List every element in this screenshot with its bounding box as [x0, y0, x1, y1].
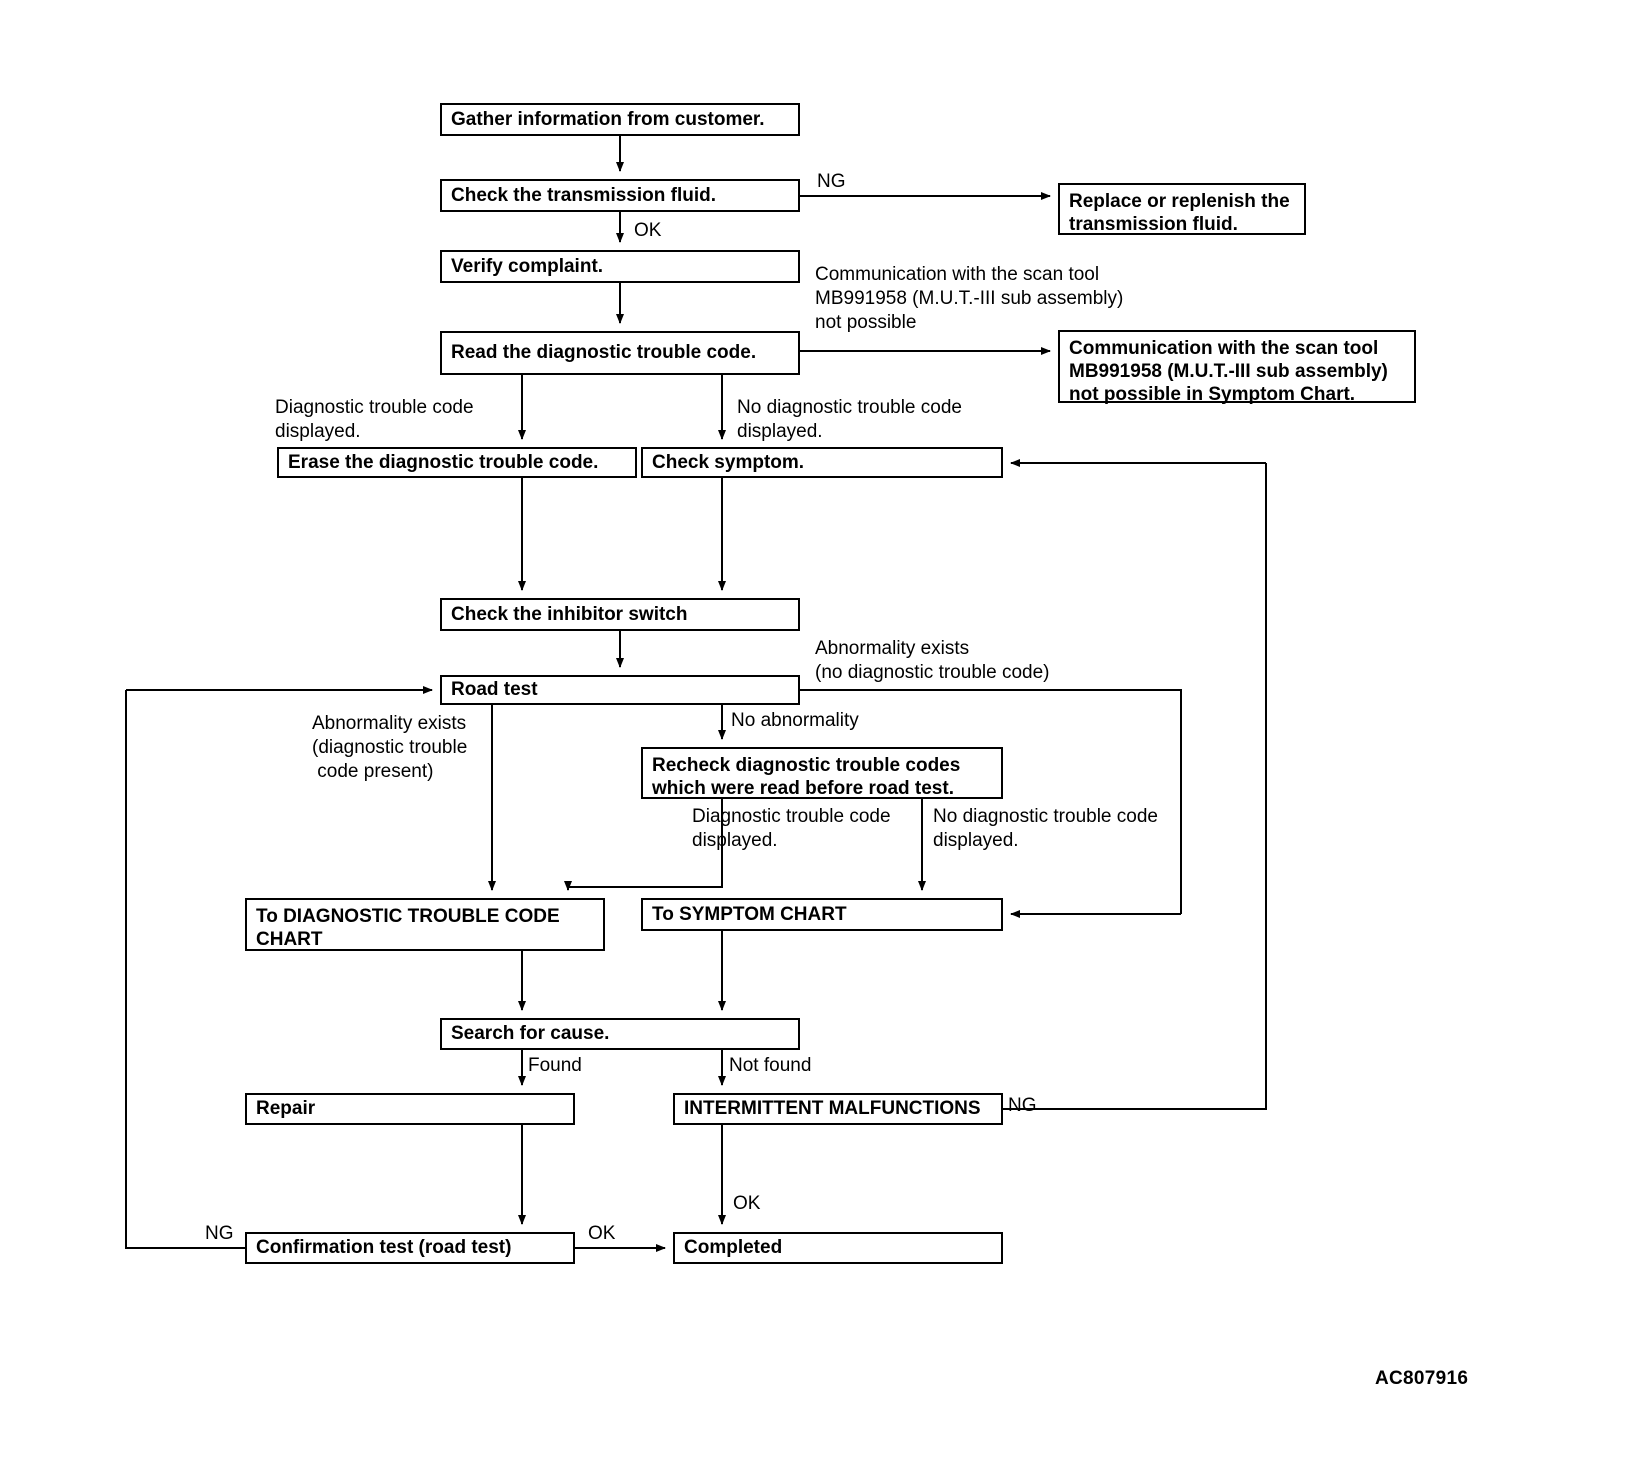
node-label: Search for cause. [451, 1023, 610, 1045]
edge-label-dtc-displayed-recheck: Diagnostic trouble code displayed. [692, 806, 891, 851]
node-repair[interactable]: Repair [245, 1093, 575, 1125]
edge-label-no-abnormality: No abnormality [731, 710, 859, 731]
node-label: Confirmation test (road test) [256, 1237, 512, 1259]
node-label: Replace or replenish the transmission fl… [1069, 191, 1290, 236]
node-to-diagnostic-trouble-code-chart[interactable]: To DIAGNOSTIC TROUBLE CODE CHART [245, 898, 605, 951]
edge-label-abnormality-dtc-present: Abnormality exists (diagnostic trouble c… [312, 713, 468, 782]
node-check-transmission-fluid[interactable]: Check the transmission fluid. [440, 179, 800, 212]
node-check-symptom[interactable]: Check symptom. [641, 447, 1003, 478]
node-label: Repair [256, 1098, 316, 1120]
node-confirmation-test[interactable]: Confirmation test (road test) [245, 1232, 575, 1264]
edge-label-not-found: Not found [729, 1055, 812, 1076]
node-label: To DIAGNOSTIC TROUBLE CODE CHART [256, 906, 560, 951]
node-verify-complaint[interactable]: Verify complaint. [440, 250, 800, 283]
node-intermittent-malfunctions[interactable]: INTERMITTENT MALFUNCTIONS [673, 1093, 1003, 1125]
node-check-inhibitor-switch[interactable]: Check the inhibitor switch [440, 598, 800, 631]
node-road-test[interactable]: Road test [440, 675, 800, 705]
node-label: Read the diagnostic trouble code. [451, 342, 757, 364]
node-label: To SYMPTOM CHART [652, 903, 847, 925]
node-completed[interactable]: Completed [673, 1232, 1003, 1264]
node-label: Erase the diagnostic trouble code. [288, 451, 599, 473]
edge-label-communication-not-possible: Communication with the scan tool MB99195… [815, 264, 1124, 333]
edge-label-ng-intermittent: NG [1008, 1095, 1037, 1116]
edge-label-ng-fluid: NG [817, 171, 846, 192]
node-label: Communication with the scan tool MB99195… [1069, 338, 1388, 406]
edge-label-no-dtc-displayed-recheck: No diagnostic trouble code displayed. [933, 806, 1158, 851]
node-label: Gather information from customer. [451, 108, 765, 130]
edge-label-abnormality-no-dtc: Abnormality exists (no diagnostic troubl… [815, 638, 1050, 683]
node-search-for-cause[interactable]: Search for cause. [440, 1018, 800, 1050]
node-label: Check symptom. [652, 451, 805, 473]
node-label: Recheck diagnostic trouble codes which w… [652, 755, 961, 800]
node-communication-not-possible-symptom-chart[interactable]: Communication with the scan tool MB99195… [1058, 330, 1416, 405]
edge-label-dtc-displayed: Diagnostic trouble code displayed. [275, 397, 474, 442]
edge-label-ok-fluid: OK [634, 220, 662, 241]
node-replace-transmission-fluid[interactable]: Replace or replenish the transmission fl… [1058, 183, 1306, 235]
node-erase-diagnostic-trouble-code[interactable]: Erase the diagnostic trouble code. [277, 447, 637, 478]
figure-code: AC807916 [1375, 1368, 1469, 1389]
node-recheck-diagnostic-trouble-codes[interactable]: Recheck diagnostic trouble codes which w… [641, 747, 1003, 799]
node-label: Check the inhibitor switch [451, 603, 688, 625]
edge-label-ok-intermittent: OK [733, 1193, 761, 1214]
node-gather-information[interactable]: Gather information from customer. [440, 103, 800, 136]
node-label: Road test [451, 679, 538, 701]
node-label: Verify complaint. [451, 255, 604, 277]
node-to-symptom-chart[interactable]: To SYMPTOM CHART [641, 898, 1003, 931]
edge-label-found: Found [528, 1055, 582, 1076]
edge-label-no-dtc-displayed: No diagnostic trouble code displayed. [737, 397, 962, 442]
node-read-diagnostic-trouble-code[interactable]: Read the diagnostic trouble code. [440, 331, 800, 375]
node-label: INTERMITTENT MALFUNCTIONS [684, 1098, 981, 1120]
node-label: Completed [684, 1237, 783, 1259]
node-label: Check the transmission fluid. [451, 184, 716, 206]
edge-label-ng-confirmation: NG [205, 1223, 234, 1244]
edge-label-ok-confirmation: OK [588, 1223, 616, 1244]
